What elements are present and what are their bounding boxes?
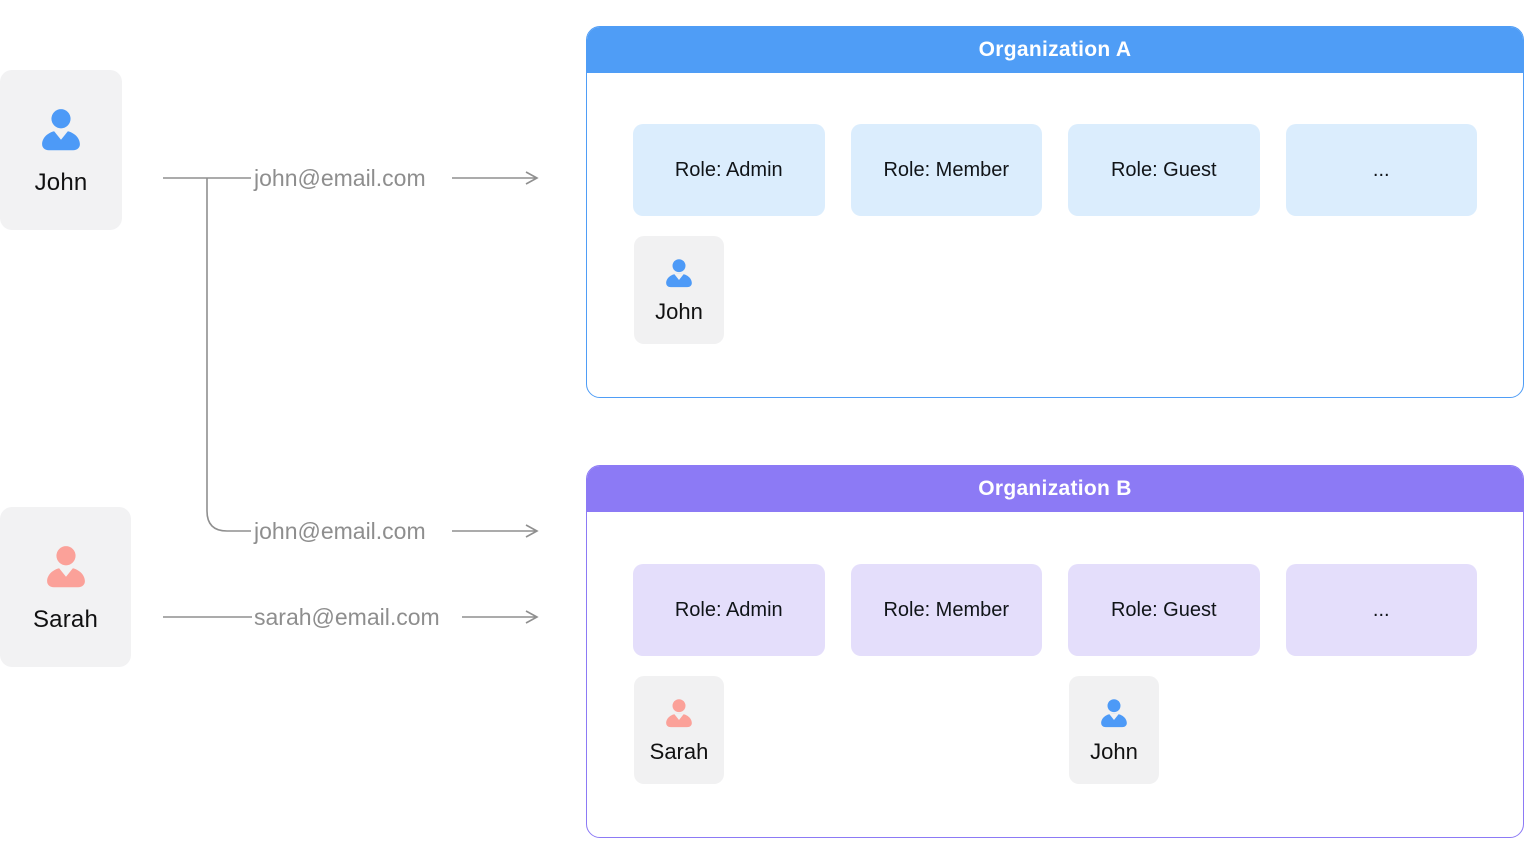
user-name: Sarah (32, 606, 99, 633)
role-chip-more: ... (1285, 124, 1477, 216)
arrow-john-to-org-a (452, 171, 539, 185)
member-name: John (1090, 739, 1138, 764)
member-name: Sarah (649, 739, 709, 764)
arrow-john-to-org-b (452, 524, 539, 538)
role-chip-row: Role: Admin Role: Member Role: Guest ... (633, 124, 1477, 216)
email-label-sarah-org-b: sarah@email.com (254, 604, 440, 630)
user-name: John (34, 169, 88, 196)
org-header: Organization A (587, 27, 1523, 73)
member-name: John (655, 299, 703, 324)
member-card-john: John (634, 236, 724, 344)
person-icon (46, 546, 85, 588)
org-header: Organization B (587, 466, 1523, 512)
role-chip-admin: Role: Admin (633, 564, 825, 656)
email-label-john-org-a: john@email.com (254, 165, 426, 191)
member-card-sarah: Sarah (634, 676, 724, 784)
arrow-sarah-to-org-b (462, 610, 539, 624)
role-chip-member: Role: Member (850, 124, 1042, 216)
org-title: Organization B (978, 477, 1132, 500)
person-icon (42, 109, 80, 151)
role-chip-member: Role: Member (850, 564, 1042, 656)
org-card-b: Organization B Role: Admin Role: Member … (586, 465, 1524, 838)
org-title: Organization A (978, 38, 1132, 61)
user-card-sarah: Sarah (0, 507, 131, 667)
connector-john-branch (206, 178, 251, 532)
person-icon (1101, 699, 1127, 728)
person-icon (666, 259, 692, 288)
email-label-john-org-b: john@email.com (254, 518, 426, 544)
member-card-john: John (1069, 676, 1159, 784)
org-card-a: Organization A Role: Admin Role: Member … (586, 26, 1524, 398)
role-chip-admin: Role: Admin (633, 124, 825, 216)
person-icon (666, 699, 692, 728)
role-chip-guest: Role: Guest (1068, 124, 1260, 216)
role-chip-row: Role: Admin Role: Member Role: Guest ... (633, 564, 1477, 656)
role-chip-guest: Role: Guest (1068, 564, 1260, 656)
user-card-john: John (0, 70, 122, 230)
role-chip-more: ... (1285, 564, 1477, 656)
